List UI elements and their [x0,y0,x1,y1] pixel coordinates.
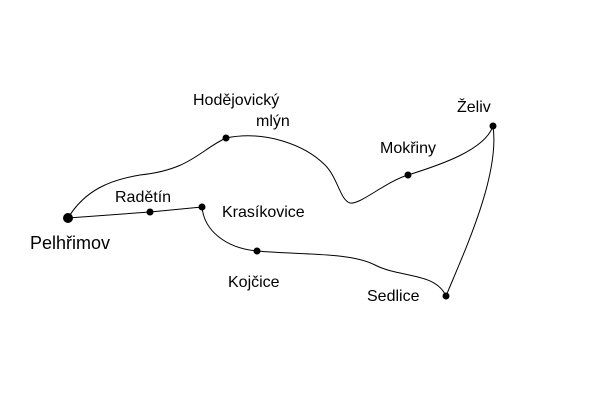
town-dot-krasikovice [198,203,206,211]
town-dot-kojcice [253,247,261,255]
town-dot-sedlice [442,292,450,300]
label-pelhrimov: Pelhřimov [30,233,110,253]
route-sedlice-zeliv [445,125,495,297]
label-mokriny: Mokřiny [380,140,436,157]
town-dot-pelhrimov [63,213,73,223]
town-dot-radetin [146,208,154,216]
label-kojcice: Kojčice [228,274,280,291]
label-radetin: Radětín [115,189,171,206]
route-pelhrimov-radetin-krasikovice [67,206,203,219]
route-zeliv-mokriny [407,125,494,176]
route-hodejovicky-pelhrimov [67,137,227,219]
route-krasikovice-kojcice-sedlice [201,206,447,297]
label-hodejovicky-line2: mlýn [256,113,290,130]
label-krasikovice: Krasíkovice [222,204,305,221]
label-hodejovicky-line1: Hodějovický [193,92,279,109]
town-dot-zeliv [489,122,497,130]
town-dot-hodejovicky [222,134,230,142]
label-sedlice: Sedlice [367,288,420,305]
route-mokriny-hodejovicky [225,135,409,204]
label-zeliv: Želiv [457,97,491,116]
town-dot-mokriny [404,171,412,179]
